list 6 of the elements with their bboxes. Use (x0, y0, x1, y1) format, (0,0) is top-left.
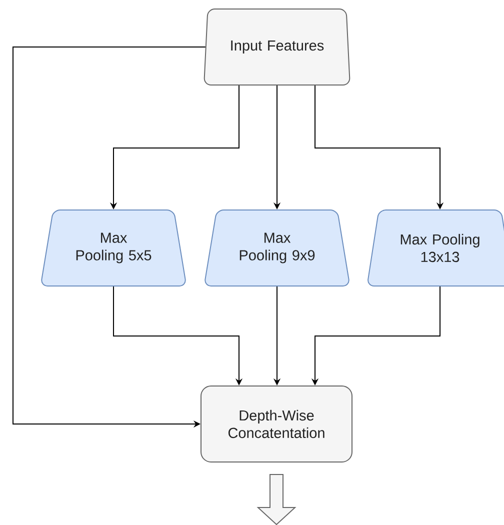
block-arrow (256, 474, 296, 525)
pooling-trapezoid: Max Pooling 13x13 (368, 210, 504, 286)
pooling-trapezoid: Max Pooling 9x9 (204, 210, 350, 286)
input-trapezoid: Input Features (204, 8, 350, 86)
process-box: Depth-Wise Concatentation (200, 386, 352, 462)
pooling-trapezoid: Max Pooling 5x5 (41, 210, 186, 286)
